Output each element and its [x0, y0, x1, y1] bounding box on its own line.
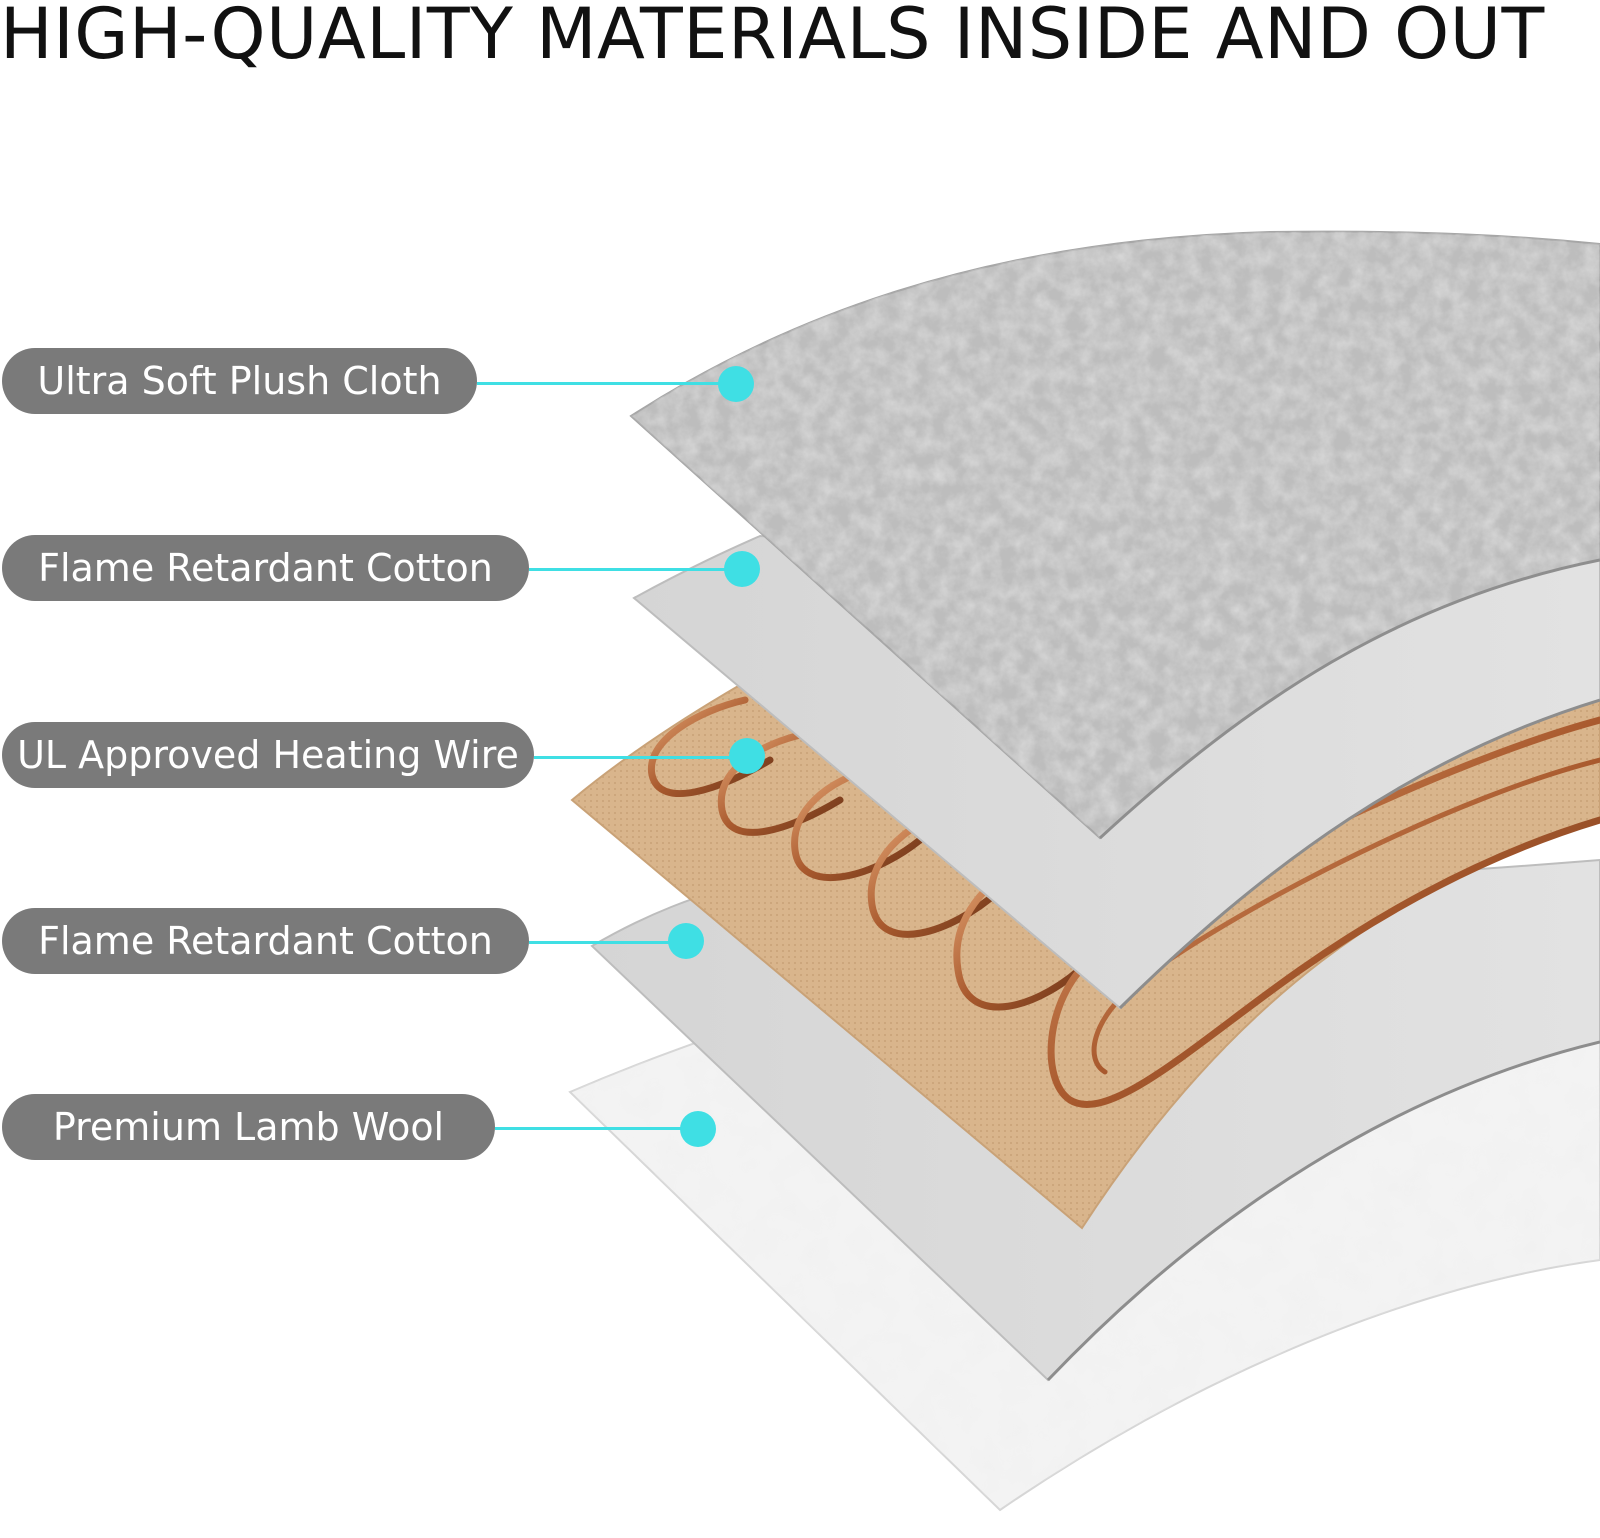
- plush-cloth-layer: [629, 230, 1600, 840]
- connector-line-5: [495, 1127, 698, 1130]
- label-ultra-soft-plush-cloth: Ultra Soft Plush Cloth: [2, 348, 477, 414]
- connector-dot-5: [680, 1111, 716, 1147]
- connector-dot-3: [729, 738, 765, 774]
- label-ul-approved-heating-wire: UL Approved Heating Wire: [2, 722, 534, 788]
- connector-line-2: [529, 568, 741, 571]
- connector-dot-2: [724, 551, 760, 587]
- label-premium-lamb-wool: Premium Lamb Wool: [2, 1094, 495, 1160]
- connector-dot-1: [718, 366, 754, 402]
- label-flame-retardant-cotton-lower: Flame Retardant Cotton: [2, 908, 529, 974]
- connector-line-1: [477, 382, 734, 385]
- connector-line-3: [534, 756, 747, 759]
- label-flame-retardant-cotton-upper: Flame Retardant Cotton: [2, 535, 529, 601]
- page-title: HIGH-QUALITY MATERIALS INSIDE AND OUT: [0, 0, 1545, 75]
- connector-line-4: [529, 941, 686, 944]
- connector-dot-4: [668, 923, 704, 959]
